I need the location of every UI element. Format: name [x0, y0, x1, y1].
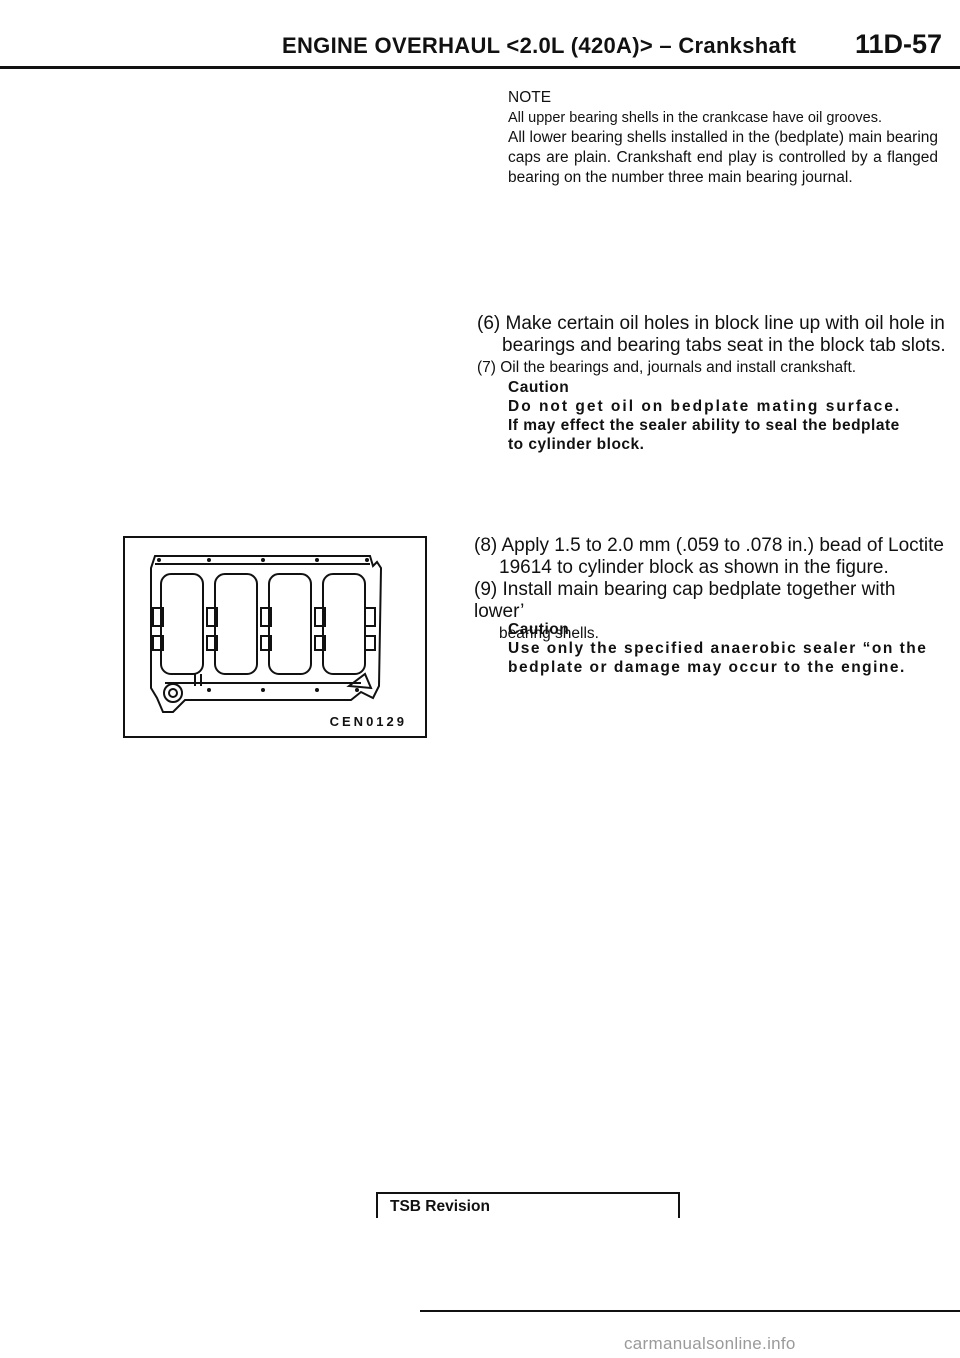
- step-9-line-2: bearing shells.: [499, 625, 599, 642]
- step-7: (7) Oil the bearings and, journals and i…: [477, 357, 947, 379]
- note-line: All lower bearing shells installed in th…: [508, 129, 938, 186]
- step-8-line-1: (8) Apply 1.5 to 2.0 mm (.059 to .078 in…: [474, 535, 944, 556]
- step-9: (9) Install main bearing cap bedplate to…: [474, 579, 950, 645]
- note-block: NOTE All upper bearing shells in the cra…: [508, 88, 938, 188]
- step-8: (8) Apply 1.5 to 2.0 mm (.059 to .078 in…: [474, 535, 950, 579]
- cylinder-block-figure: CEN0129: [123, 536, 427, 738]
- footer-rule: [420, 1310, 960, 1312]
- caution-2-line-1: Use only the specified anaerobic sealer …: [508, 640, 928, 657]
- caution-1: Caution Do not get oil on bedplate matin…: [508, 378, 938, 454]
- step-6: (6) Make certain oil holes in block line…: [477, 313, 947, 357]
- caution-1-heading: Caution: [508, 379, 570, 396]
- tsb-revision-box: TSB Revision: [376, 1192, 680, 1218]
- note-heading: NOTE: [508, 89, 552, 106]
- cylinder-block-illustration: [150, 555, 383, 713]
- caution-1-line-2: If may effect the sealer ability to seal…: [508, 417, 900, 434]
- caution-2: Caution Use only the specified anaerobic…: [508, 620, 938, 677]
- caution-2-line-2: bedplate or damage may occur to the engi…: [508, 659, 906, 676]
- note-line: All upper bearing shells in the crankcas…: [508, 110, 882, 126]
- header-rule: [0, 66, 960, 69]
- caution-1-line-1: Do not get oil on bedplate mating surfac…: [508, 398, 902, 415]
- caution-1-line-3: to cylinder block.: [508, 436, 645, 453]
- figure-code: CEN0129: [329, 714, 407, 729]
- step-8-line-2: 19614 to cylinder block as shown in the …: [499, 557, 889, 578]
- tsb-revision-label: TSB Revision: [390, 1198, 490, 1215]
- step-9-line-1: (9) Install main bearing cap bedplate to…: [474, 579, 896, 622]
- step-6-line-2: bearings and bearing tabs seat in the bl…: [502, 335, 946, 356]
- step-6-line-1: (6) Make certain oil holes in block line…: [477, 313, 945, 334]
- caution-2-heading: Caution: [508, 621, 570, 638]
- page-title: ENGINE OVERHAUL <2.0L (420A)> – Cranksha…: [282, 33, 797, 58]
- step-7-text: (7) Oil the bearings and, journals and i…: [477, 359, 857, 376]
- watermark: carmanualsonline.info: [624, 1334, 796, 1353]
- page-number: 11D-57: [855, 29, 943, 59]
